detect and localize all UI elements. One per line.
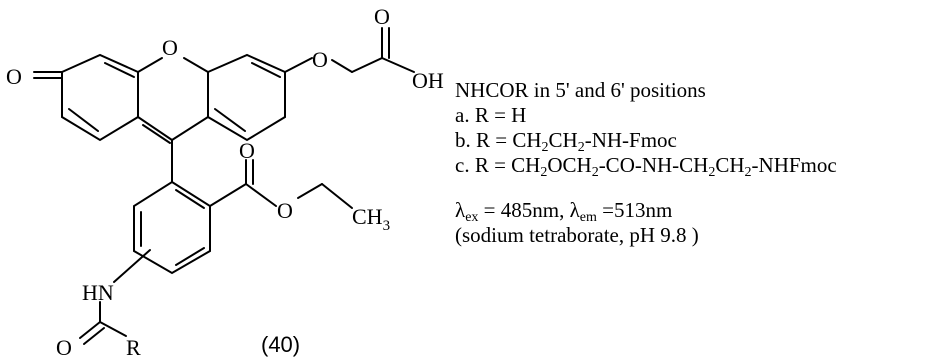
acid-hydroxyl-label: OH	[412, 68, 444, 93]
methyl-ch: CH	[352, 204, 383, 229]
ester-oxygen-label: O	[277, 198, 293, 223]
ring-oxygen-label: O	[162, 35, 178, 60]
structure-caption: NHCOR in 5' and 6' positions a. R = H b.…	[455, 78, 837, 248]
caption-wavelengths: λex = 485nm, λem =513nm	[455, 198, 673, 225]
ester-carbonyl-oxygen-label: O	[239, 138, 255, 163]
caption-positions: NHCOR in 5' and 6' positions	[455, 78, 706, 102]
bonds	[33, 27, 415, 345]
compound-number: (40)	[261, 332, 300, 357]
amide-oxygen-label: O	[56, 335, 72, 358]
caption-conditions: (sodium tetraborate, pH 9.8 )	[455, 223, 699, 247]
caption-variant-c: c. R = CH2OCH2-CO-NH-CH2CH2-NHFmoc	[455, 153, 837, 180]
caption-spacer	[455, 178, 837, 198]
amide-r-group-label: R	[126, 335, 141, 358]
methyl-label: CH3	[352, 204, 390, 234]
caption-variant-a: a. R = H	[455, 103, 527, 127]
amide-nh-label: HN	[82, 280, 114, 305]
caption-variant-b: b. R = CH2CH2-NH-Fmoc	[455, 128, 677, 155]
ketone-oxygen-label: O	[6, 64, 22, 89]
acid-carbonyl-oxygen-label: O	[374, 4, 390, 29]
ether-oxygen-label: O	[312, 47, 328, 72]
methyl-subscript: 3	[383, 218, 391, 234]
